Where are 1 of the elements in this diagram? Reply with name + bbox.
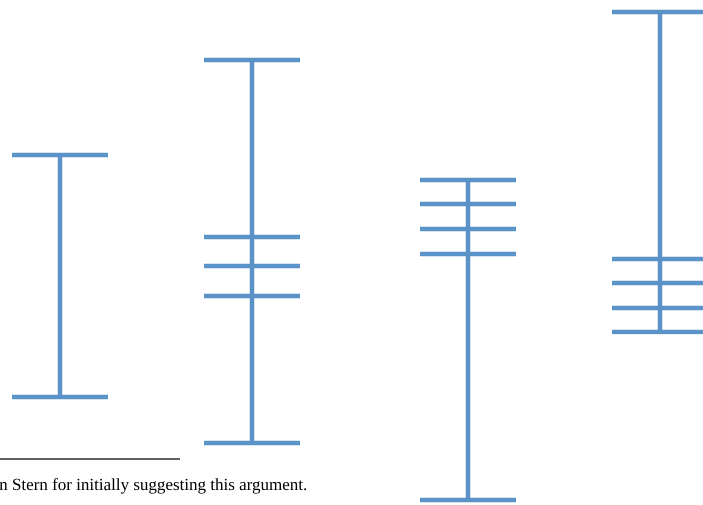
footnote-text: n Stern for initially suggesting this argument. [0, 478, 306, 494]
